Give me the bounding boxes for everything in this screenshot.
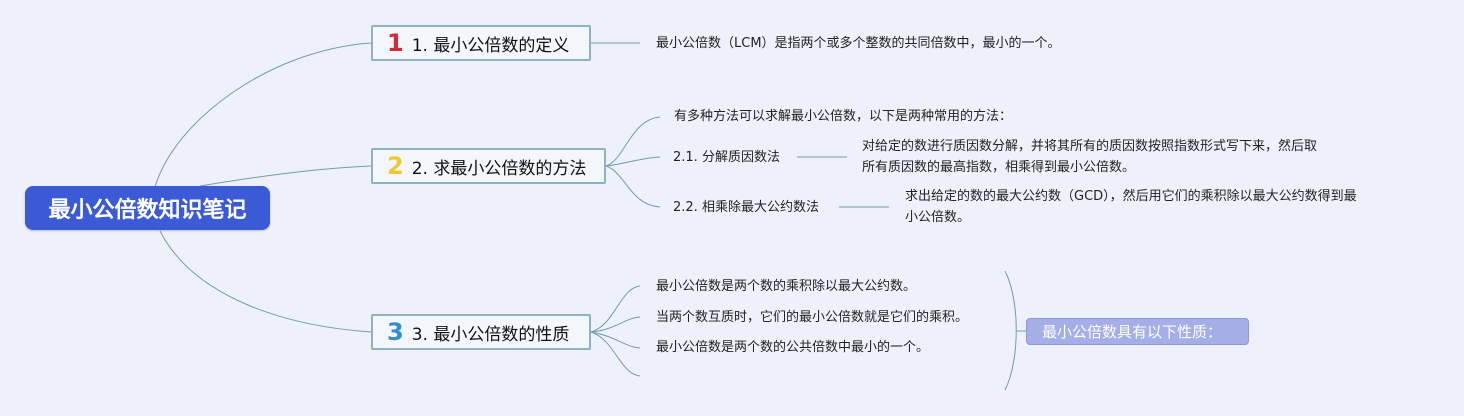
method-1-label[interactable]: 2.1. 分解质因数法 bbox=[673, 150, 780, 165]
summary-brace bbox=[1004, 270, 1017, 391]
connector-branch2-intro bbox=[605, 116, 661, 167]
method-2-desc-line2: 小公倍数。 bbox=[905, 210, 971, 225]
property-item-1[interactable]: 最小公倍数是两个数的乘积除以最大公约数。 bbox=[656, 279, 917, 294]
connector-root-branch3 bbox=[159, 230, 372, 333]
property-item-3[interactable]: 最小公倍数是两个数的公共倍数中最小的一个。 bbox=[656, 340, 930, 355]
connector-branch3-p4 bbox=[590, 331, 641, 377]
method-1-desc-line1: 对给定的数进行质因数分解，并将其所有的质因数按照指数形式写下来，然后取 bbox=[862, 139, 1318, 154]
definition-text[interactable]: 最小公倍数（LCM）是指两个或多个整数的共同倍数中，最小的一个。 bbox=[656, 36, 1061, 51]
number-two-icon: 2 bbox=[387, 152, 404, 180]
connector-root-branch1 bbox=[154, 42, 372, 188]
root-topic[interactable]: 最小公倍数知识笔记 bbox=[25, 186, 270, 230]
method-1-description[interactable]: 对给定的数进行质因数分解，并将其所有的质因数按照指数形式写下来，然后取 所有质因… bbox=[862, 136, 1317, 178]
branch-methods-label: 2. 求最小公倍数的方法 bbox=[411, 158, 587, 179]
number-one-icon: 1 bbox=[387, 29, 404, 57]
properties-summary[interactable]: 最小公倍数具有以下性质： bbox=[1026, 318, 1249, 345]
properties-summary-label: 最小公倍数具有以下性质： bbox=[1042, 323, 1223, 341]
connector-root-branch2 bbox=[199, 165, 372, 187]
number-three-icon: 3 bbox=[387, 318, 404, 346]
method-1-desc-line2: 所有质因数的最高指数，相乘得到最小公倍数。 bbox=[862, 160, 1136, 175]
method-2-description[interactable]: 求出给定的数的最大公约数（GCD），然后用它们的乘积除以最大公约数得到最 小公倍… bbox=[905, 186, 1357, 228]
property-item-2[interactable]: 当两个数互质时，它们的最小公倍数就是它们的乘积。 bbox=[656, 310, 969, 325]
method-2-label[interactable]: 2.2. 相乘除最大公约数法 bbox=[673, 200, 819, 215]
branch-methods[interactable]: 2 2. 求最小公倍数的方法 bbox=[371, 148, 606, 184]
branch-properties[interactable]: 3 3. 最小公倍数的性质 bbox=[371, 314, 591, 350]
branch-definition[interactable]: 1 1. 最小公倍数的定义 bbox=[371, 25, 591, 61]
connector-branch3-p3 bbox=[590, 331, 641, 349]
methods-intro[interactable]: 有多种方法可以求解最小公倍数，以下是两种常用的方法： bbox=[674, 109, 1013, 124]
method-2-desc-line1: 求出给定的数的最大公约数（GCD），然后用它们的乘积除以最大公约数得到最 bbox=[905, 189, 1357, 204]
branch-properties-label: 3. 最小公倍数的性质 bbox=[411, 324, 570, 345]
connector-branch3-p1 bbox=[590, 285, 641, 333]
connector-branch2-m2 bbox=[605, 165, 661, 208]
branch-definition-label: 1. 最小公倍数的定义 bbox=[411, 35, 570, 56]
connector-branch3-p2 bbox=[590, 316, 641, 333]
connector-branch2-m1 bbox=[605, 156, 661, 167]
root-topic-label: 最小公倍数知识笔记 bbox=[48, 198, 247, 223]
